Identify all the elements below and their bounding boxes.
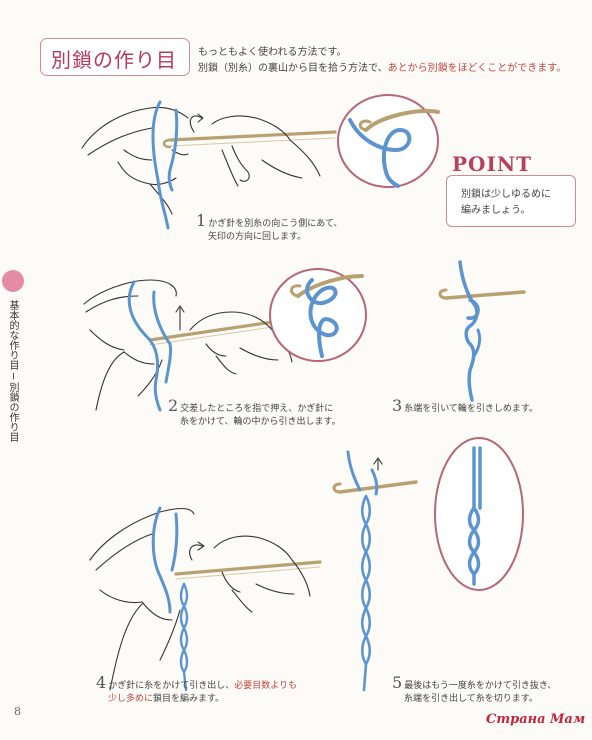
step-1-line-1: かぎ針を別糸の向こう側にあて、: [208, 219, 343, 229]
intro-line-1: もっともよく使われる方法です。: [198, 47, 347, 58]
point-line-2: 編みましょう。: [461, 205, 531, 216]
step-5-number: 5: [392, 673, 403, 692]
step-4-line-1-a: かぎ針に糸をかけて引き出し、: [108, 681, 235, 691]
step-2-number: 2: [168, 396, 179, 415]
watermark-logo: Страна Мам: [486, 712, 586, 727]
step-2-line-2: 糸をかけて、輪の中から引き出します。: [180, 417, 341, 427]
point-box: 別鎖は少しゆるめに 編みましょう。: [446, 175, 576, 227]
step1-illustration: [81, 106, 337, 215]
step-3-number: 3: [392, 396, 403, 415]
step-5-line-1: 最後はもう一度糸をかけて引き抜き、: [404, 681, 557, 691]
intro-line-2-a: 別鎖（別糸）の裏山から目を拾う方法で、: [198, 63, 388, 74]
page-number: 8: [14, 705, 21, 718]
page-title: 別鎖の作り目: [51, 48, 177, 72]
step-3-line-1: 糸端を引いて輪を引きしめます。: [404, 404, 539, 414]
step-1-line-2: 矢印の方向に回します。: [208, 232, 307, 242]
step-5-line-2: 糸端を引き出して糸を切ります。: [404, 694, 538, 704]
step-4-line-1-b: 必要目数よりも: [234, 681, 298, 691]
step5-illustration: [332, 450, 418, 692]
step-4-number: 4: [96, 673, 107, 692]
step3-illustration: [438, 260, 526, 402]
point-line-1: 別鎖は少しゆるめに: [461, 189, 551, 200]
intro-line-2-b: あとから別鎖をほどくことができます。: [387, 63, 567, 74]
step-1-number: 1: [196, 211, 207, 230]
title-box: 別鎖の作り目: [40, 38, 190, 76]
step4-illustration: [89, 507, 322, 691]
section-marker-circle: [2, 270, 24, 292]
intro-line-2: 別鎖（別糸）の裏山から目を拾う方法で、あとから別鎖をほどくことができます。: [198, 59, 566, 74]
sidebar-section-label: 基本的な作り目 ─ 別鎖の作り目: [7, 300, 18, 443]
step-2-line-1: 交差したところを指で押え、かぎ針に: [180, 404, 334, 414]
point-label: POINT: [452, 152, 532, 176]
step2-illustration: [83, 279, 302, 411]
step-4-line-2-a: 少し多めに: [108, 694, 154, 704]
step-4-line-2-b: 鎖目を編みます。: [153, 694, 225, 704]
